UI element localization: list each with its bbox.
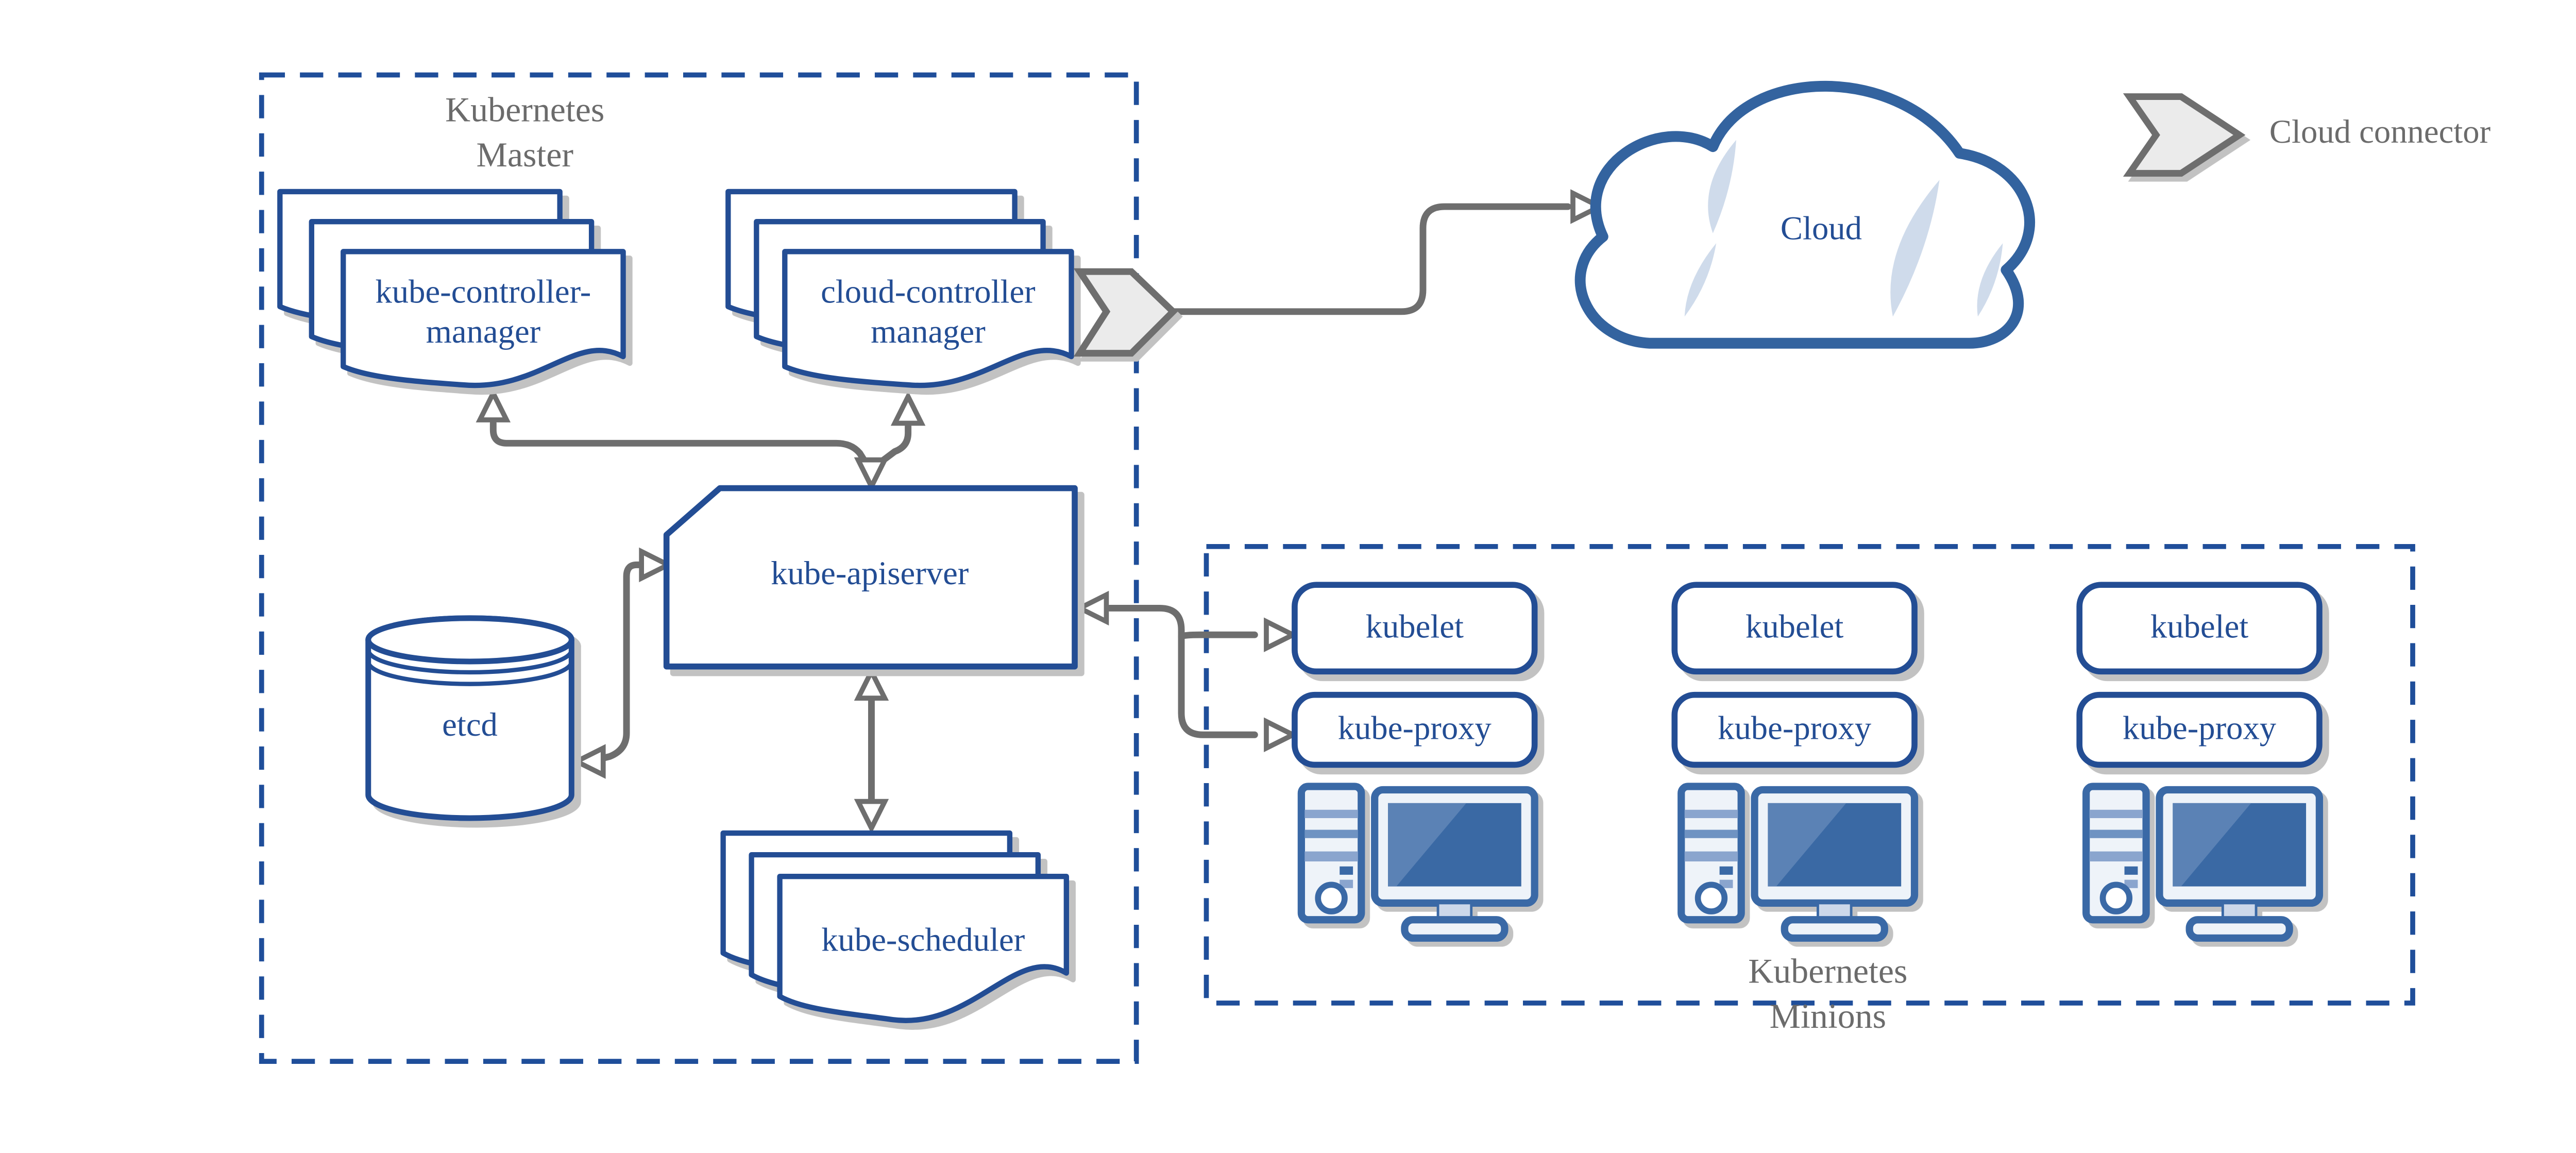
cloud-connector-chevron-icon bbox=[1073, 268, 1178, 357]
arrow-controller-managers-to-apiserver bbox=[476, 387, 926, 493]
etcd-database-icon bbox=[365, 615, 574, 821]
cloud-slash-icon bbox=[1890, 180, 1940, 317]
minion-node: kubelet kube-proxy bbox=[1671, 582, 1918, 768]
kubernetes-minions-box bbox=[1204, 544, 2415, 1006]
cloud-slash-icon bbox=[1684, 243, 1717, 317]
cloud-slash-icon bbox=[1977, 243, 2003, 317]
kubelet-label: kubelet bbox=[1745, 607, 1843, 645]
kube-proxy-label: kube-proxy bbox=[2123, 709, 2277, 747]
kubelet-label: kubelet bbox=[2150, 607, 2248, 645]
cloud-shape bbox=[1574, 80, 2035, 349]
node-computer-icon bbox=[1677, 783, 1919, 942]
kube-proxy-label: kube-proxy bbox=[1338, 709, 1492, 747]
legend-cloud-connector-label: Cloud connector bbox=[2269, 113, 2490, 150]
minion-node: kubelet kube-proxy bbox=[2076, 582, 2323, 768]
arrow-cloud-connector-to-cloud bbox=[1170, 189, 1605, 315]
kubelet-box bbox=[1292, 582, 1538, 675]
etcd-label: etcd bbox=[442, 706, 498, 743]
kube-proxy-box bbox=[1292, 691, 1538, 768]
kube-scheduler-label: kube-scheduler bbox=[821, 921, 1025, 958]
kube-scheduler-stack bbox=[720, 830, 1070, 1023]
kube-controller-manager-stack bbox=[277, 189, 626, 388]
kubelet-box bbox=[2076, 582, 2323, 675]
node-computer-icon bbox=[2082, 783, 2324, 942]
minions-title-line2: Minions bbox=[1770, 996, 1886, 1036]
cloud-slash-icon bbox=[1708, 140, 1736, 233]
kube-proxy-box bbox=[1671, 691, 1918, 768]
cloud-controller-manager-stack bbox=[725, 189, 1074, 388]
kubelet-label: kubelet bbox=[1366, 607, 1464, 645]
kube-proxy-label: kube-proxy bbox=[1718, 709, 1872, 747]
node-computer-icon bbox=[1297, 783, 1538, 942]
legend-cloud-connector-icon bbox=[2123, 93, 2246, 177]
kube-apiserver-label: kube-apiserver bbox=[771, 554, 969, 591]
kube-controller-manager-label-line1: kube-controller- bbox=[375, 273, 591, 310]
cloud-controller-manager-label-line2: manager bbox=[871, 313, 986, 350]
kube-proxy-box bbox=[2076, 691, 2323, 768]
kubelet-box bbox=[1671, 582, 1918, 675]
kube-controller-manager-label-line2: manager bbox=[426, 313, 541, 350]
master-title-line2: Master bbox=[476, 135, 573, 174]
minion-node: kubelet kube-proxy bbox=[1292, 582, 1538, 768]
master-title-line1: Kubernetes bbox=[445, 90, 604, 129]
cloud-controller-manager-label-line1: cloud-controller bbox=[821, 273, 1036, 310]
cloud-label: Cloud bbox=[1781, 209, 1862, 246]
minions-title-line1: Kubernetes bbox=[1748, 952, 1907, 991]
arrow-apiserver-to-scheduler bbox=[854, 666, 889, 834]
arrow-apiserver-to-nodes bbox=[1074, 590, 1299, 752]
kubernetes-architecture-diagram: Kubernetes Master Kubernetes Minions bbox=[259, 72, 2490, 1064]
kubernetes-master-box bbox=[259, 72, 1139, 1064]
kube-apiserver-shape bbox=[663, 485, 1078, 670]
arrow-apiserver-to-etcd bbox=[571, 547, 674, 779]
